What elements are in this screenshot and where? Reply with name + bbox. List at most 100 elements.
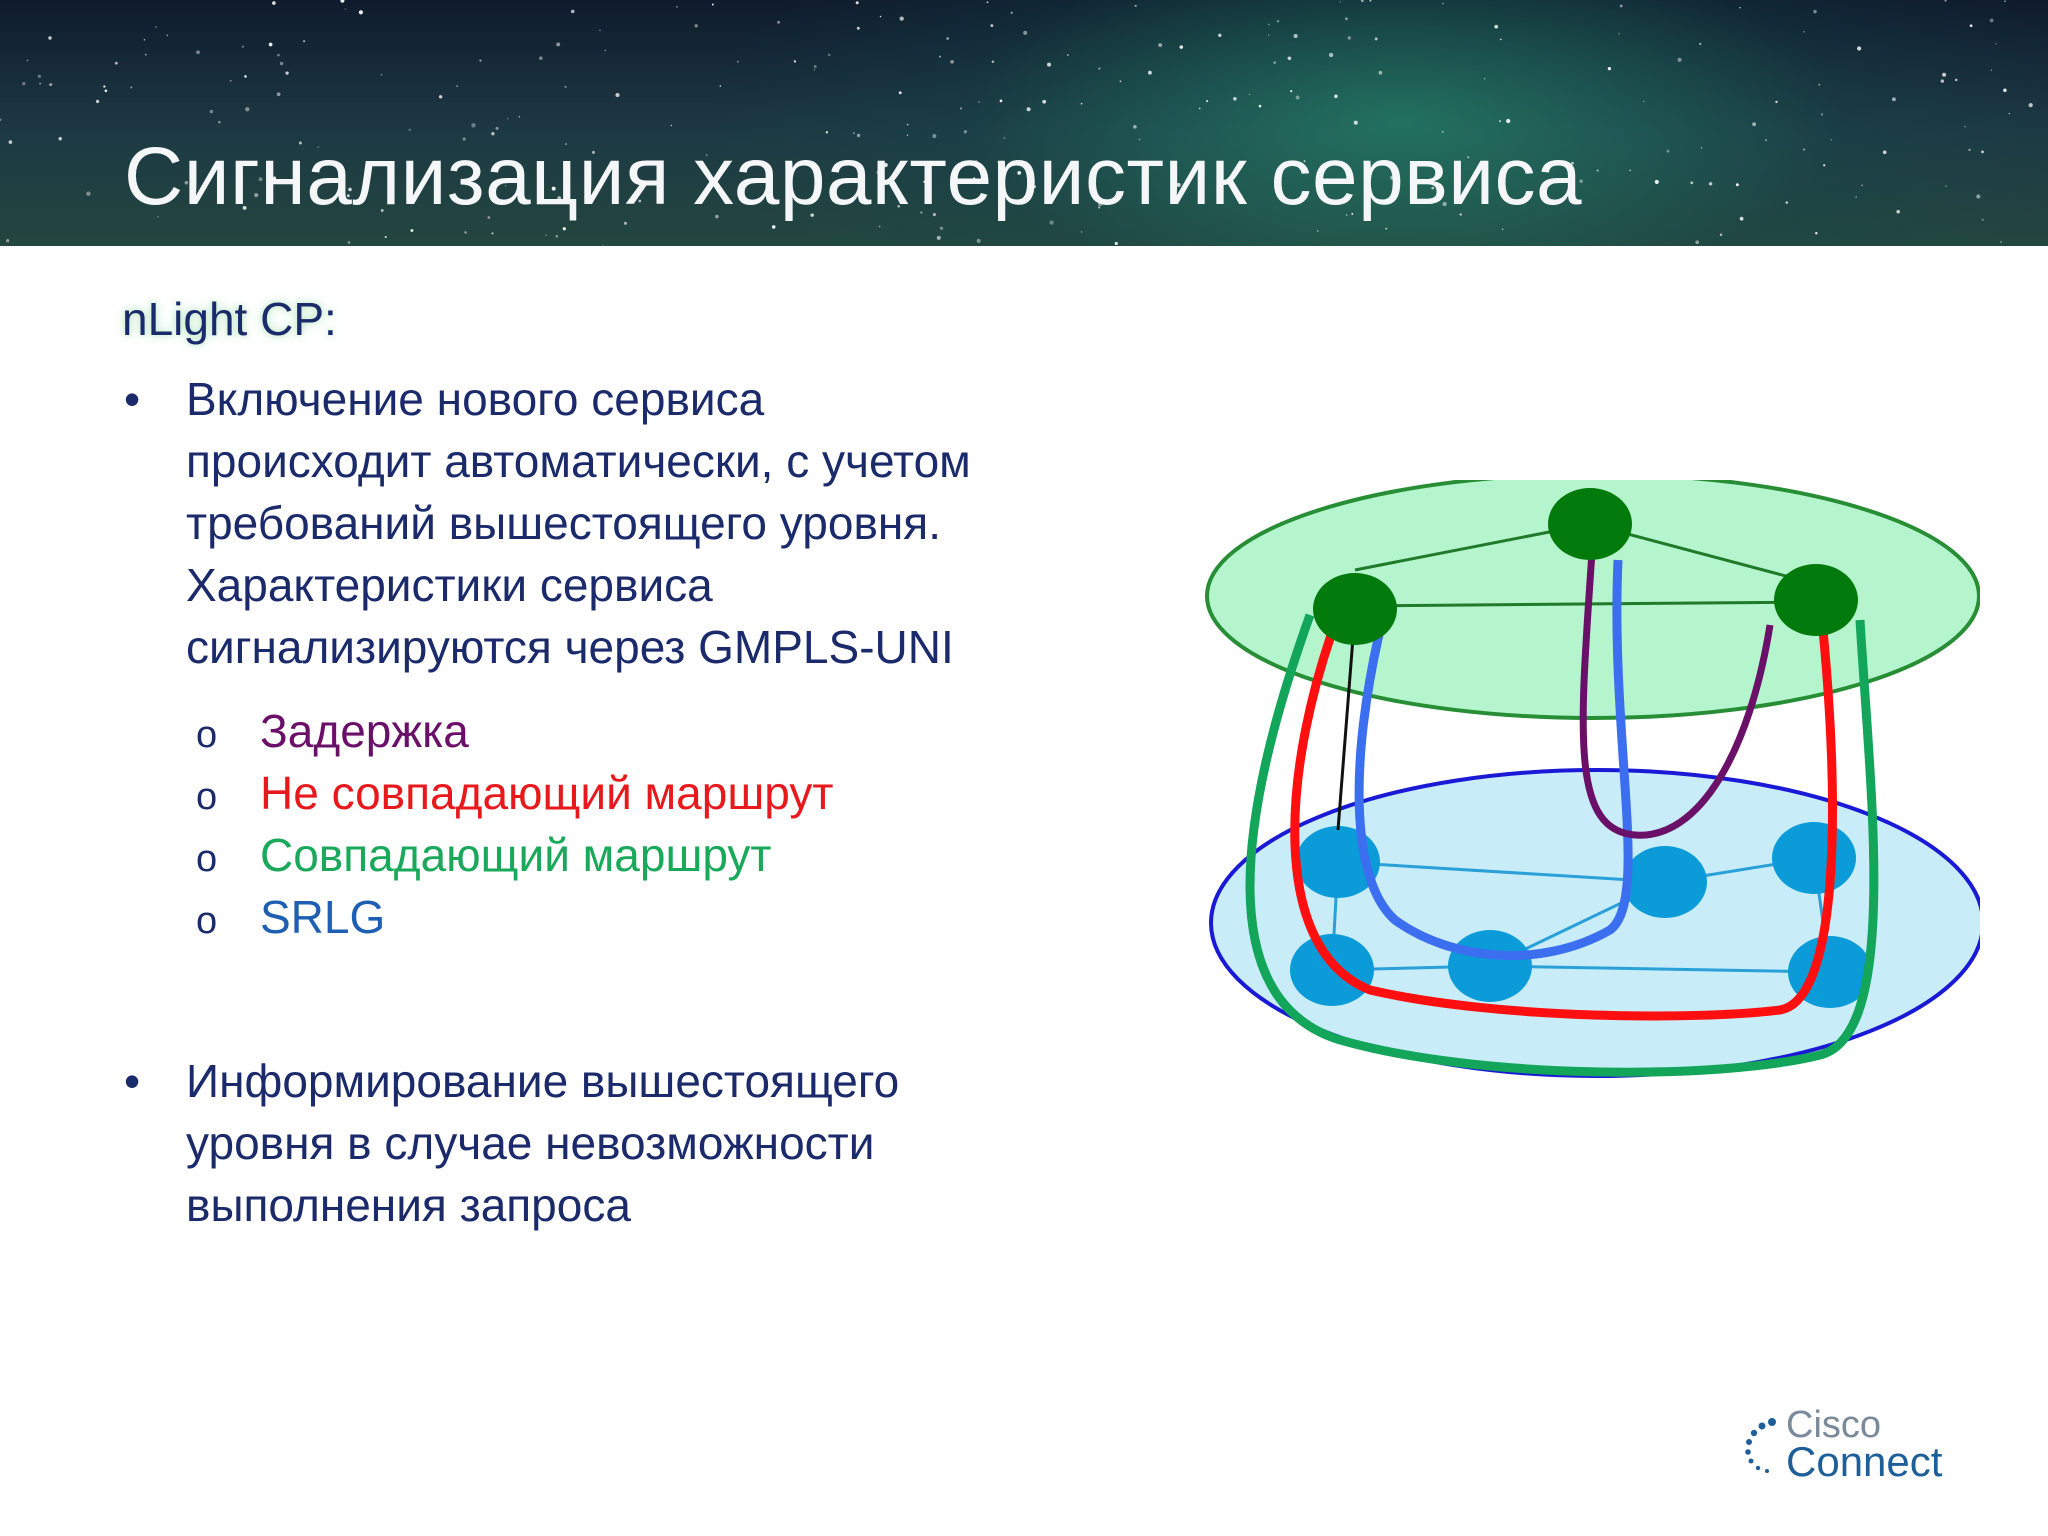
star-dot [103,85,106,88]
star-dot [974,159,978,163]
star-dot [939,55,941,58]
star-dot [1735,183,1739,187]
star-dot [1969,24,1973,28]
star-dot [1010,11,1013,14]
star-dot [1502,228,1504,230]
star-dot [6,239,10,243]
star-dot [1378,70,1383,75]
star-dot [298,141,302,145]
star-dot [1374,37,1378,41]
star-dot [555,234,559,238]
star-dot [358,10,363,15]
star-dot [793,60,797,63]
star-dot [1003,137,1006,139]
star-dot [1643,100,1645,103]
star-dot [2028,102,2033,108]
star-dot [592,150,595,154]
bullet-line: уровня в случае невозможности [186,1117,875,1169]
star-dot [348,187,352,192]
star-dot [39,82,41,85]
star-dot [272,1,276,5]
star-dot [1944,0,1947,2]
star-dot [86,191,91,196]
star-dot [1023,30,1028,35]
star-dot [1067,54,1069,56]
star-dot [623,221,628,225]
star-dot [380,74,383,76]
star-dot [1981,150,1984,154]
star-dot [1494,24,1499,29]
router-node [1774,564,1858,636]
star-dot [1134,4,1137,8]
star-dot [670,124,673,127]
star-dot [1218,33,1222,37]
path-latency [1579,551,1774,839]
star-dot [1431,186,1435,190]
optical-node [1448,930,1532,1002]
star-dot [1990,69,1993,71]
star-dot [813,69,815,71]
star-dot [144,53,147,56]
star-dot [1964,125,1966,128]
star-dot [1823,164,1826,167]
star-dot [1198,107,1201,110]
star-dot [1579,179,1583,183]
star-dot [1158,43,1163,48]
star-dot [999,99,1003,103]
star-dot [2003,88,2007,93]
star-dot [1596,169,1599,172]
star-dot [1459,213,1462,216]
star-dot [557,196,562,201]
star-dot [504,184,507,187]
star-dot [1345,17,1348,21]
star-dot [155,26,157,28]
star-dot [932,134,937,139]
star-dot [1303,160,1306,163]
star-dot [254,193,259,198]
star-dot [1385,227,1388,230]
star-dot [570,9,575,14]
star-dot [1258,104,1262,108]
subitem-text: Не совпадающий маршрут [260,767,834,819]
star-dot [464,231,467,234]
star-dot [771,225,776,229]
header-banner: Сигнализация характеристик сервиса [0,0,2048,246]
star-dot [855,1,859,5]
star-dot [209,109,214,114]
star-dot [244,75,247,78]
star-dot [694,24,698,28]
star-dot [1017,171,1022,175]
star-dot [1049,220,1054,225]
star-dot [245,107,250,112]
star-dot [1080,102,1083,105]
star-dot [408,128,411,131]
star-dot [1467,156,1470,159]
star-dot [1803,148,1805,151]
star-dot [1328,52,1334,58]
star-dot [1454,165,1456,167]
star-dot [487,216,491,219]
star-dot [1390,175,1395,180]
star-dot [920,211,923,214]
star-dot [1098,202,1102,207]
star-dot [638,199,642,203]
star-dot [8,140,13,144]
star-dot [1719,233,1723,236]
star-dot [1629,169,1631,172]
star-dot [347,241,351,244]
star-dot [932,213,936,217]
star-dot [1896,209,1900,214]
lower-layer-nodes [1290,822,1872,1008]
star-dot [1619,4,1623,8]
star-dot [1995,42,1997,45]
star-dot [906,123,909,126]
star-dot [1442,2,1444,5]
star-dot [906,134,909,136]
star-dot [936,235,941,240]
bullet-text: Включение нового сервиса происходит авто… [186,368,1186,678]
star-dot [777,20,781,24]
subitem-marker: o [196,838,218,880]
star-dot [1945,185,1947,187]
star-dot [242,206,247,210]
star-dot [1287,56,1292,61]
